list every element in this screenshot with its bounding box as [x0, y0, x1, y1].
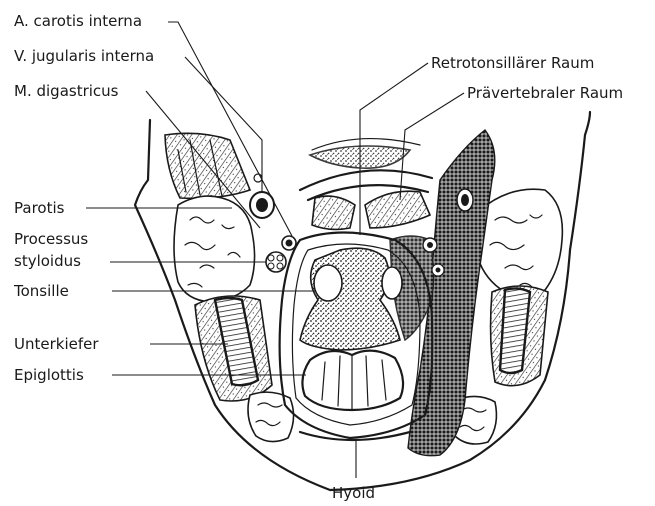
label-retrotonsillar: Retrotonsillärer Raum	[431, 54, 594, 72]
left-vessels	[250, 174, 296, 272]
label-epiglottis: Epiglottis	[14, 366, 84, 384]
label-unterkiefer: Unterkiefer	[14, 335, 99, 353]
submandibular-gland-left	[248, 392, 294, 441]
label-praevertebral: Prävertebraler Raum	[467, 84, 623, 102]
tonsil-right	[382, 267, 402, 299]
hyoid-bone	[300, 432, 410, 440]
label-styloidus: styloidus	[14, 252, 81, 270]
label-tonsille: Tonsille	[13, 282, 69, 300]
label-carotis: A. carotis interna	[14, 12, 142, 30]
left-digastric-muscle	[165, 133, 250, 198]
label-digastricus: M. digastricus	[14, 82, 119, 100]
label-processus: Processus	[14, 230, 88, 248]
label-jugularis: V. jugularis interna	[14, 47, 154, 65]
label-parotis: Parotis	[14, 199, 65, 217]
label-hyoid: Hyoid	[332, 484, 375, 502]
prevertebral-muscle	[312, 191, 430, 229]
parotis-gland-left	[174, 196, 255, 302]
epiglottis-shape	[302, 351, 403, 410]
mandible-right	[491, 286, 548, 386]
styloid-process	[266, 252, 286, 272]
tonsil-left	[314, 265, 342, 301]
